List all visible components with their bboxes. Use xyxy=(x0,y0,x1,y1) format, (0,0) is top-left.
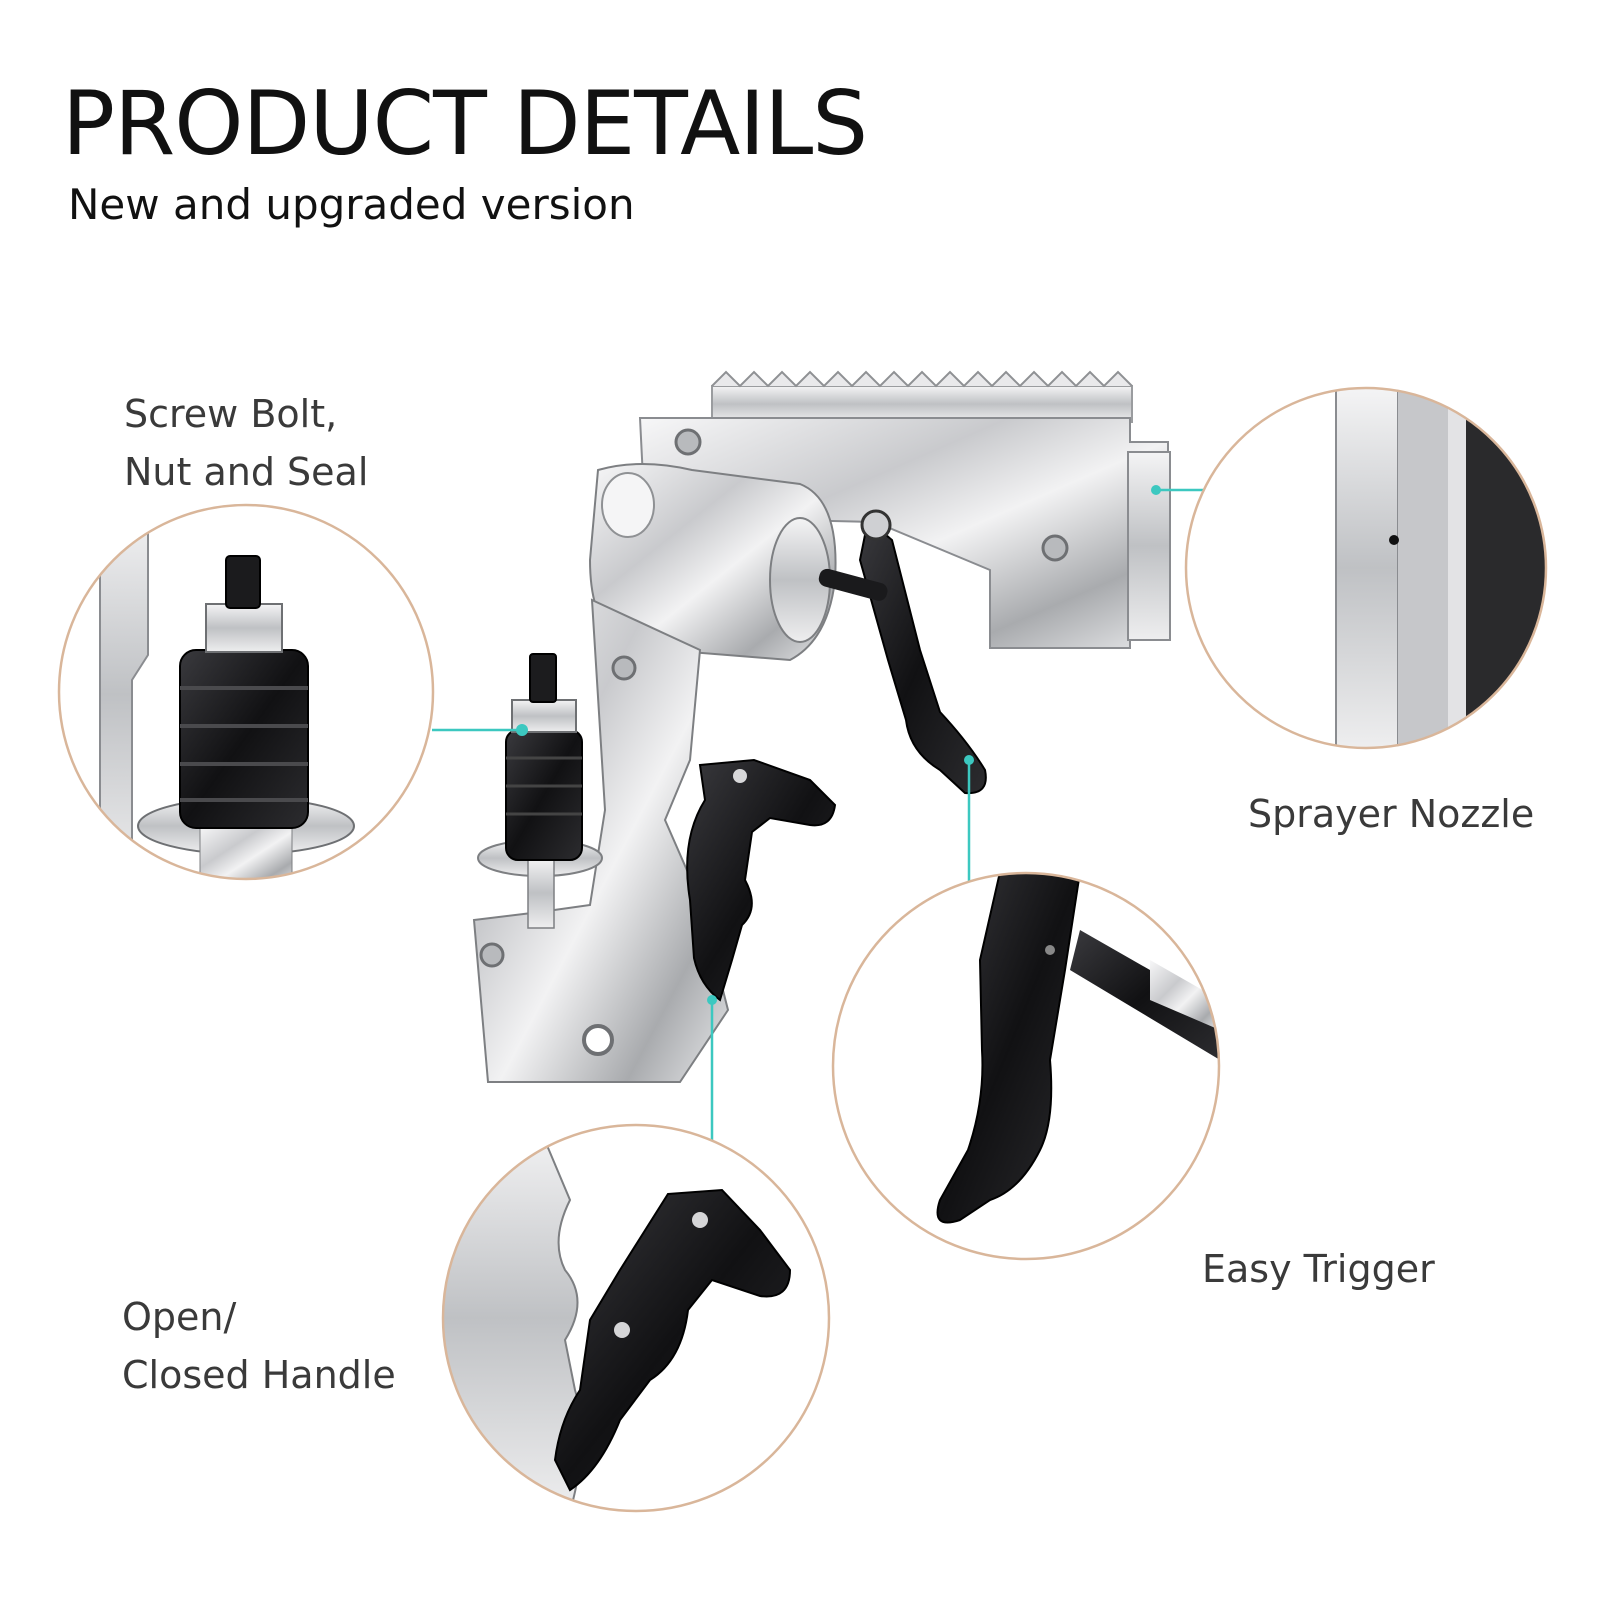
handle-lever xyxy=(686,758,837,1002)
label-screw-bolt: Screw Bolt, Nut and Seal xyxy=(124,385,368,501)
page-title: PRODUCT DETAILS xyxy=(62,72,868,175)
sprayer-nozzle-icon xyxy=(1184,386,1548,750)
pourer-gun xyxy=(472,370,1171,1083)
trigger-icon xyxy=(831,871,1221,1261)
label-easy-trigger: Easy Trigger xyxy=(1202,1247,1435,1291)
serrated-rail xyxy=(711,370,1133,423)
label-handle-line1: Open/ xyxy=(122,1295,237,1339)
screw-bolt-icon xyxy=(477,653,603,929)
label-screw-bolt-line2: Nut and Seal xyxy=(124,450,369,494)
detail-circle-screw xyxy=(57,503,435,881)
label-sprayer-nozzle: Sprayer Nozzle xyxy=(1248,792,1535,836)
page-subtitle: New and upgraded version xyxy=(68,180,635,229)
label-screw-bolt-line1: Screw Bolt, xyxy=(124,392,338,436)
nozzle-block xyxy=(1127,451,1171,641)
label-handle-line2: Closed Handle xyxy=(122,1353,396,1397)
trigger xyxy=(858,518,987,795)
label-handle: Open/ Closed Handle xyxy=(122,1288,396,1404)
grip-body xyxy=(472,598,730,1083)
handle-icon xyxy=(441,1123,831,1513)
